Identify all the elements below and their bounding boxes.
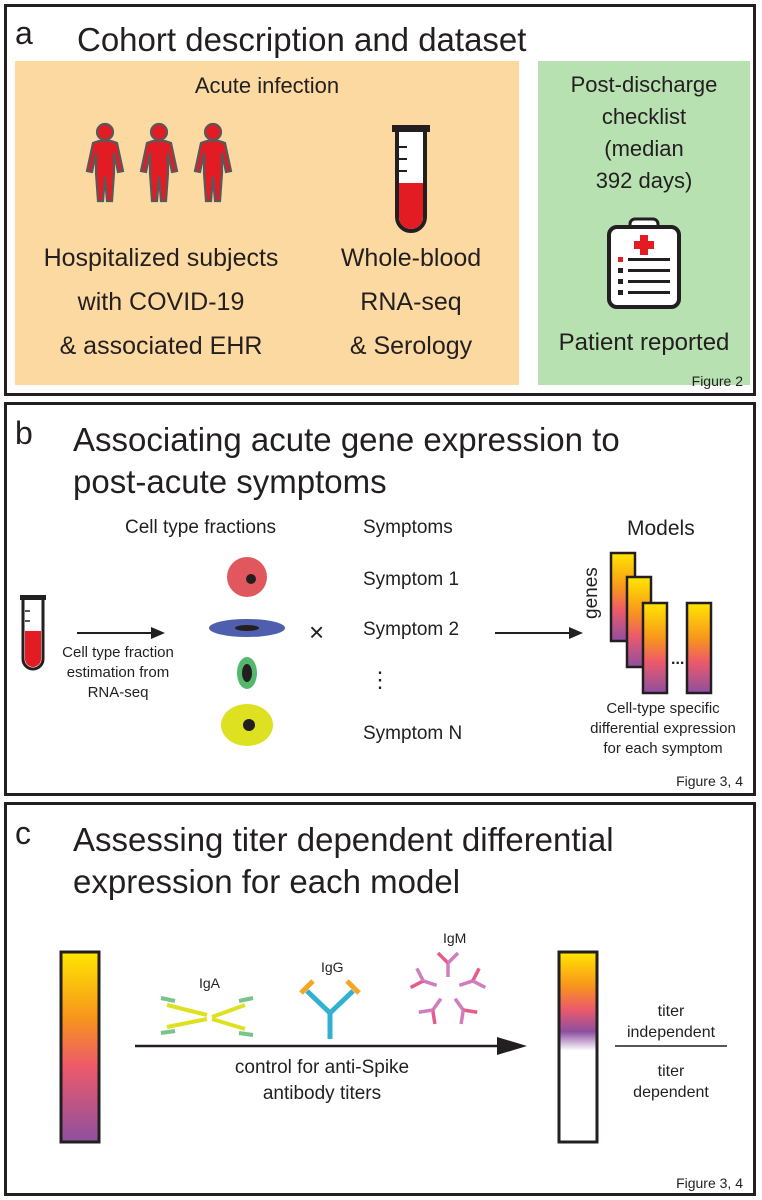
igg-label: IgG [321,959,344,975]
igg-icon [299,979,361,1039]
models-caption: Cell-type specific differential expressi… [573,699,753,759]
arrow-to-cells [77,627,165,639]
blood-tube-small-icon [20,595,46,671]
igm-icon [409,951,487,1025]
patient-reported-text: Patient reported [558,329,730,356]
subjects-line-1: Hospitalized subjects [43,244,279,272]
hospitalized-subjects-text: Hospitalized subjects with COVID-19 & as… [21,239,301,365]
models-ellipsis: ... [671,651,685,668]
titer-dependent-line-2: dependent [633,1084,709,1101]
post-line-3: (median [604,136,684,161]
post-discharge-text: Post-discharge checklist (median 392 day… [538,69,750,197]
genes-label: genes [581,567,602,619]
acute-infection-box: Acute infection Hospitalized subjects wi… [15,61,519,385]
cell-types-icons [209,557,285,746]
cell-blue-icon [209,619,285,637]
iga-icon [160,996,254,1037]
igm-label: IgM [443,930,467,946]
panel-c-title-line-2: expression for each model [73,863,461,900]
models-caption-line-2: differential expression [590,720,736,737]
estimation-line-1: Cell type fraction [62,644,174,661]
clipboard-icon [607,217,681,309]
panel-c-title: Assessing titer dependent differential e… [73,819,614,903]
times-symbol: × [309,617,325,647]
acute-infection-heading: Acute infection [194,73,340,98]
symptoms-heading: Symptoms [363,517,453,538]
symptom-n: Symptom N [363,723,463,744]
cell-green-icon [237,657,257,689]
model-bars [609,551,713,695]
control-arrow-head [497,1037,527,1055]
models-caption-line-1: Cell-type specific [606,700,720,717]
panel-c: c Assessing titer dependent differential… [4,802,756,1196]
subjects-line-2: with COVID-19 [77,288,245,316]
estimation-caption: Cell type fraction estimation from RNA-s… [43,643,193,703]
titer-independent-line-1: titer [657,1003,685,1020]
symptom-2: Symptom 2 [363,619,460,640]
post-line-4: 392 days) [595,168,693,193]
panel-b: b Associating acute gene expression to p… [4,402,756,796]
model-bar-full [59,950,101,1144]
cell-red-icon [227,557,267,597]
blood-tube-icon [392,125,430,233]
figure-ref-c: Figure 3, 4 [676,1175,743,1191]
panel-a-letter: a [15,15,33,51]
symptom-ellipsis: ⋮ [369,667,391,692]
panel-b-title: Associating acute gene expression to pos… [73,419,620,503]
whole-blood-text: Whole-blood RNA-seq & Serology [311,239,511,365]
control-caption: control for anti-Spike antibody titers [207,1055,437,1107]
figure-ref-a: Figure 2 [691,373,743,389]
model-bar-partial [557,950,599,1144]
titer-dependent-line-1: titer [657,1063,685,1080]
figure-ref-b: Figure 3, 4 [676,773,743,789]
panel-b-title-line-1: Associating acute gene expression to [73,421,620,458]
blood-line-2: RNA-seq [360,288,462,316]
cell-fractions-heading: Cell type fractions [125,517,277,538]
post-line-2: checklist [601,104,687,129]
post-line-1: Post-discharge [570,72,718,97]
titer-independent-line-2: independent [626,1024,716,1041]
blood-line-1: Whole-blood [340,244,482,272]
panel-b-title-line-2: post-acute symptoms [73,463,387,500]
subjects-line-3: & associated EHR [59,332,263,360]
blood-line-3: & Serology [349,332,473,360]
panel-c-letter: c [15,815,31,851]
titer-independent-label: titer independent [613,1001,729,1043]
models-heading: Models [627,517,695,540]
titer-dependent-label: titer dependent [613,1061,729,1103]
panel-b-letter: b [15,415,33,451]
estimation-line-3: RNA-seq [87,684,149,701]
post-discharge-box: Post-discharge checklist (median 392 day… [538,61,750,385]
estimation-line-2: estimation from [66,664,170,681]
iga-label: IgA [199,975,221,991]
cell-yellow-icon [221,704,273,746]
models-caption-line-3: for each symptom [603,740,723,757]
panel-c-graphics [59,950,727,1144]
panel-a-title: Cohort description and dataset [77,21,527,58]
control-line-2: antibody titers [262,1083,382,1104]
arrow-to-models [495,627,583,639]
control-line-1: control for anti-Spike [234,1057,410,1078]
people-icon [85,122,233,203]
panel-c-title-line-1: Assessing titer dependent differential [73,821,614,858]
panel-a: a Cohort description and dataset Acute i… [4,4,756,396]
symptom-1: Symptom 1 [363,569,460,590]
